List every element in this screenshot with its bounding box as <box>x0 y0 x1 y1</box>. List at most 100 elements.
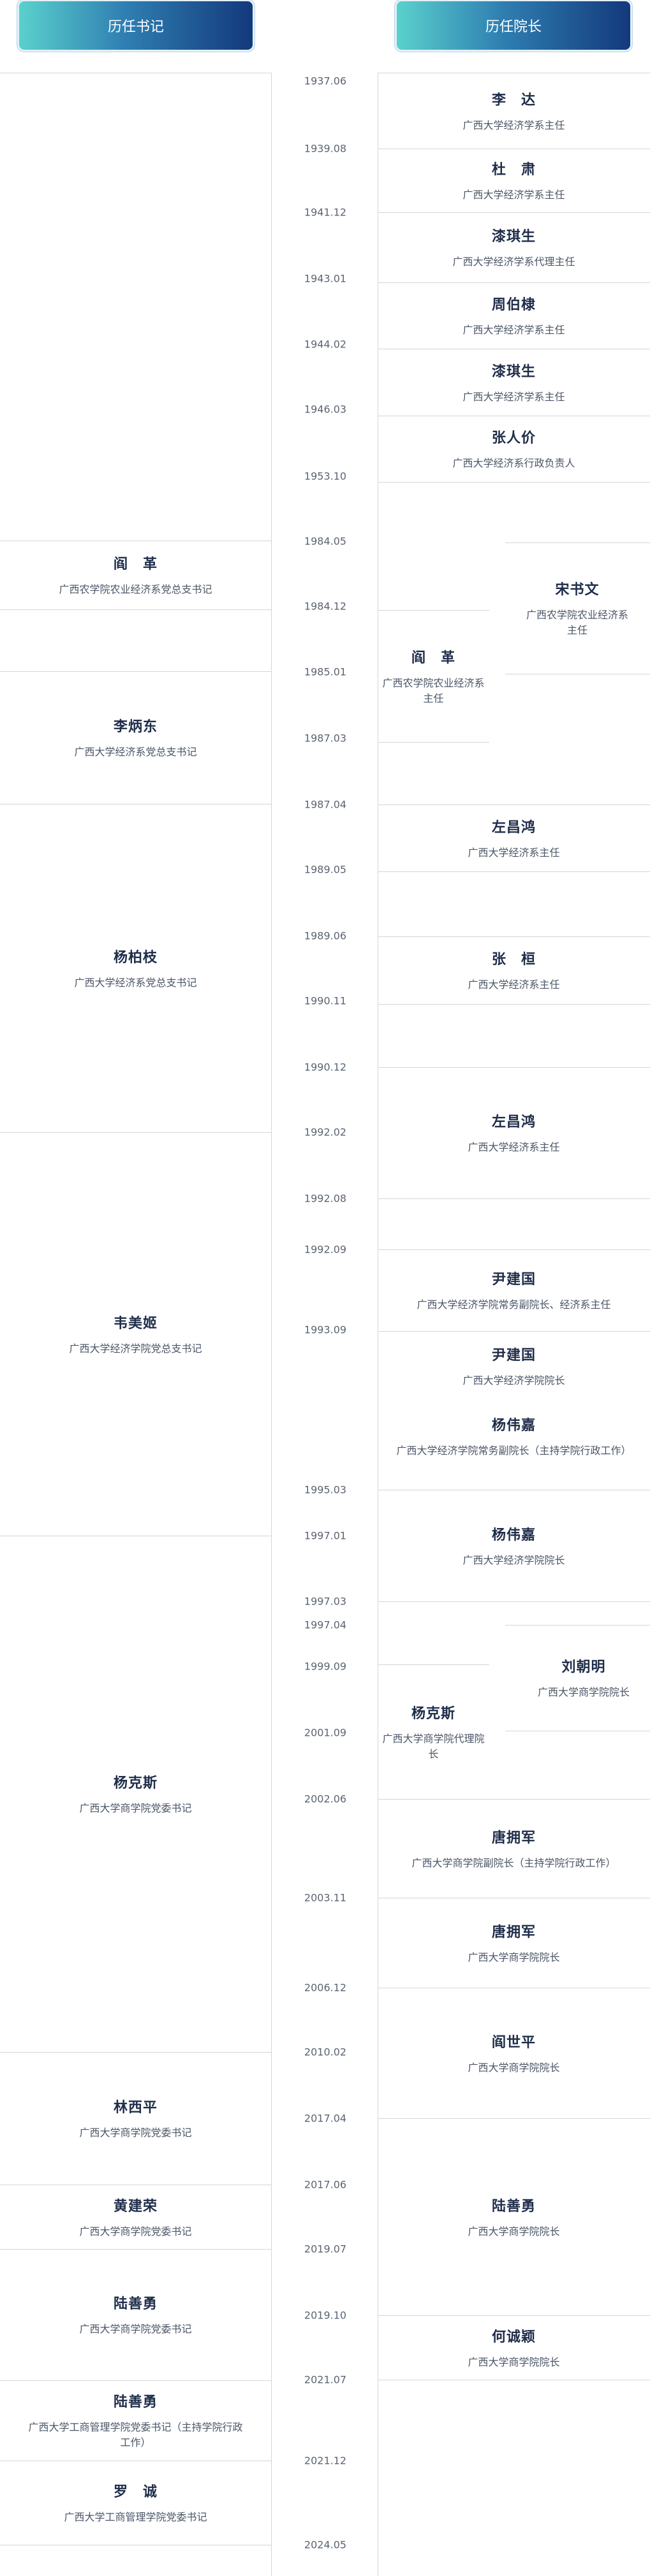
date-label: 1989.05 <box>304 863 347 876</box>
date-label: 1941.12 <box>304 206 347 219</box>
date-label: 1987.03 <box>304 732 347 745</box>
dean-name: 阎世平 <box>491 2034 536 2051</box>
secretary-entry: 陆善勇 广西大学商学院党委书记 <box>0 2249 271 2380</box>
date-label: 2024.05 <box>304 2538 347 2551</box>
date-label: 2019.07 <box>304 2243 347 2255</box>
dean-entry: 阎 革 广西农学院农业经济系主任 <box>378 610 489 742</box>
date-label: 2017.04 <box>304 2112 347 2125</box>
date-label: 1989.06 <box>304 929 347 942</box>
right-row-line <box>378 282 650 283</box>
secretary-name: 杨克斯 <box>113 1775 158 1791</box>
dean-name: 杜 肃 <box>491 162 536 178</box>
dean-name: 李 达 <box>491 92 536 108</box>
right-row-line <box>378 1331 650 1332</box>
dean-entry: 周伯棣 广西大学经济学系主任 <box>378 282 650 349</box>
date-label: 1984.05 <box>304 535 347 548</box>
dean-entry: 刘朝明 广西大学商学院院长 <box>523 1625 644 1731</box>
dean-role: 广西大学商学院副院长（主持学院行政工作） <box>411 1856 616 1869</box>
secretary-name: 李炳东 <box>113 719 158 735</box>
dean-entry: 漆琪生 广西大学经济学系代理主任 <box>378 212 650 282</box>
dean-entry: 漆琪生 广西大学经济学系主任 <box>378 349 650 416</box>
right-split-line <box>505 542 650 543</box>
left-column-line <box>271 73 272 2576</box>
date-label: 1992.02 <box>304 1126 347 1139</box>
dean-role: 广西大学经济学系主任 <box>462 324 565 336</box>
dean-role: 广西大学商学院院长 <box>468 2355 560 2368</box>
date-label: 1995.03 <box>304 1483 347 1496</box>
secretary-name: 陆善勇 <box>113 2296 158 2312</box>
right-row-line <box>378 1067 650 1068</box>
dean-role: 广西大学经济学系主任 <box>462 189 565 201</box>
secretaries-header-label: 历任书记 <box>107 19 164 35</box>
date-label: 2006.12 <box>304 1981 347 1994</box>
dean-role: 广西大学经济学院常务副院长（主持学院行政工作） <box>396 1444 632 1457</box>
right-row-line <box>378 804 650 805</box>
secretary-entry: 杨柏枝 广西大学经济系党总支书记 <box>0 804 271 1132</box>
right-split-line <box>505 1625 650 1626</box>
dean-name: 宋书文 <box>555 582 600 598</box>
left-row-line <box>0 671 271 672</box>
dean-name: 周伯棣 <box>491 297 536 313</box>
date-label: 1946.03 <box>304 403 347 416</box>
dean-name: 张 桓 <box>491 952 536 968</box>
date-label: 1944.02 <box>304 338 347 351</box>
secretary-entry: 陆善勇 广西大学工商管理学院党委书记（主持学院行政工作） <box>26 2380 246 2461</box>
dean-name: 尹建国 <box>491 1348 536 1364</box>
right-row-line <box>378 482 650 483</box>
date-label: 2001.09 <box>304 1726 347 1739</box>
dean-role: 广西大学经济学系主任 <box>462 390 565 403</box>
right-row-line <box>378 212 650 213</box>
dean-role: 广西大学商学院院长 <box>537 1686 630 1698</box>
dean-role: 广西大学商学院代理院长 <box>382 1732 485 1760</box>
right-row-line <box>378 1799 650 1800</box>
dean-entry: 杜 肃 广西大学经济学系主任 <box>378 149 650 212</box>
secretary-entry: 阎 革 广西农学院农业经济系党总支书记 <box>0 541 271 609</box>
date-label: 1943.01 <box>304 272 347 285</box>
date-label: 2021.07 <box>304 2373 347 2386</box>
right-row-line <box>378 1004 650 1005</box>
dean-entry: 唐拥军 广西大学商学院院长 <box>378 1898 650 1988</box>
secretary-name: 陆善勇 <box>113 2394 158 2410</box>
dean-name: 阎 革 <box>411 650 455 666</box>
dean-name: 张人价 <box>491 430 536 446</box>
date-label: 2010.02 <box>304 2046 347 2058</box>
dean-name: 漆琪生 <box>491 229 536 245</box>
right-split-line <box>378 742 489 743</box>
dean-entry: 张人价 广西大学经济系行政负责人 <box>378 416 650 482</box>
date-label: 1999.09 <box>304 1660 347 1673</box>
secretary-role: 广西大学经济系党总支书记 <box>74 976 197 989</box>
secretary-role: 广西大学工商管理学院党委书记（主持学院行政工作） <box>28 2421 243 2449</box>
dean-role: 广西大学经济学院院长 <box>462 1374 565 1386</box>
dean-role: 广西大学经济学系代理主任 <box>452 256 575 268</box>
date-label: 1992.09 <box>304 1243 347 1256</box>
dean-name: 左昌鸿 <box>491 819 536 836</box>
date-label: 1997.01 <box>304 1529 347 1542</box>
dean-entry: 左昌鸿 广西大学经济系主任 <box>378 1067 650 1198</box>
dean-entry: 尹建国 广西大学经济学院院长 <box>378 1331 650 1401</box>
dean-name: 杨克斯 <box>411 1705 455 1722</box>
date-label: 2002.06 <box>304 1793 347 1805</box>
dean-role: 广西大学商学院院长 <box>468 1951 560 1963</box>
dean-name: 漆琪生 <box>491 363 536 380</box>
secretary-name: 杨柏枝 <box>113 949 158 966</box>
dean-entry: 宋书文 广西农学院农业经济系主任 <box>523 542 632 674</box>
dean-name: 何诚颖 <box>491 2329 536 2345</box>
secretary-role: 广西大学经济系党总支书记 <box>74 746 197 758</box>
dean-role: 广西大学经济系行政负责人 <box>452 457 575 469</box>
date-label: 1990.12 <box>304 1061 347 1073</box>
dean-role: 广西大学经济学系主任 <box>462 119 565 131</box>
secretary-name: 阎 革 <box>113 557 158 572</box>
dean-name: 左昌鸿 <box>491 1114 536 1130</box>
secretary-role: 广西大学商学院党委书记 <box>79 1802 192 1814</box>
dean-entry: 左昌鸿 广西大学经济系主任 <box>378 804 650 871</box>
right-row-line <box>378 1601 650 1602</box>
secretary-role: 广西大学商学院党委书记 <box>79 2225 192 2238</box>
secretary-role: 广西大学经济学院党总支书记 <box>69 1342 202 1355</box>
left-row-line <box>0 2052 271 2053</box>
date-label: 2003.11 <box>304 1891 347 1904</box>
date-label: 1953.10 <box>304 470 347 483</box>
secretaries-header: 历任书记 <box>19 1 253 50</box>
right-row-line <box>378 936 650 937</box>
dean-entry: 何诚颖 广西大学商学院院长 <box>378 2315 650 2380</box>
dean-entry: 杨克斯 广西大学商学院代理院长 <box>378 1664 489 1799</box>
